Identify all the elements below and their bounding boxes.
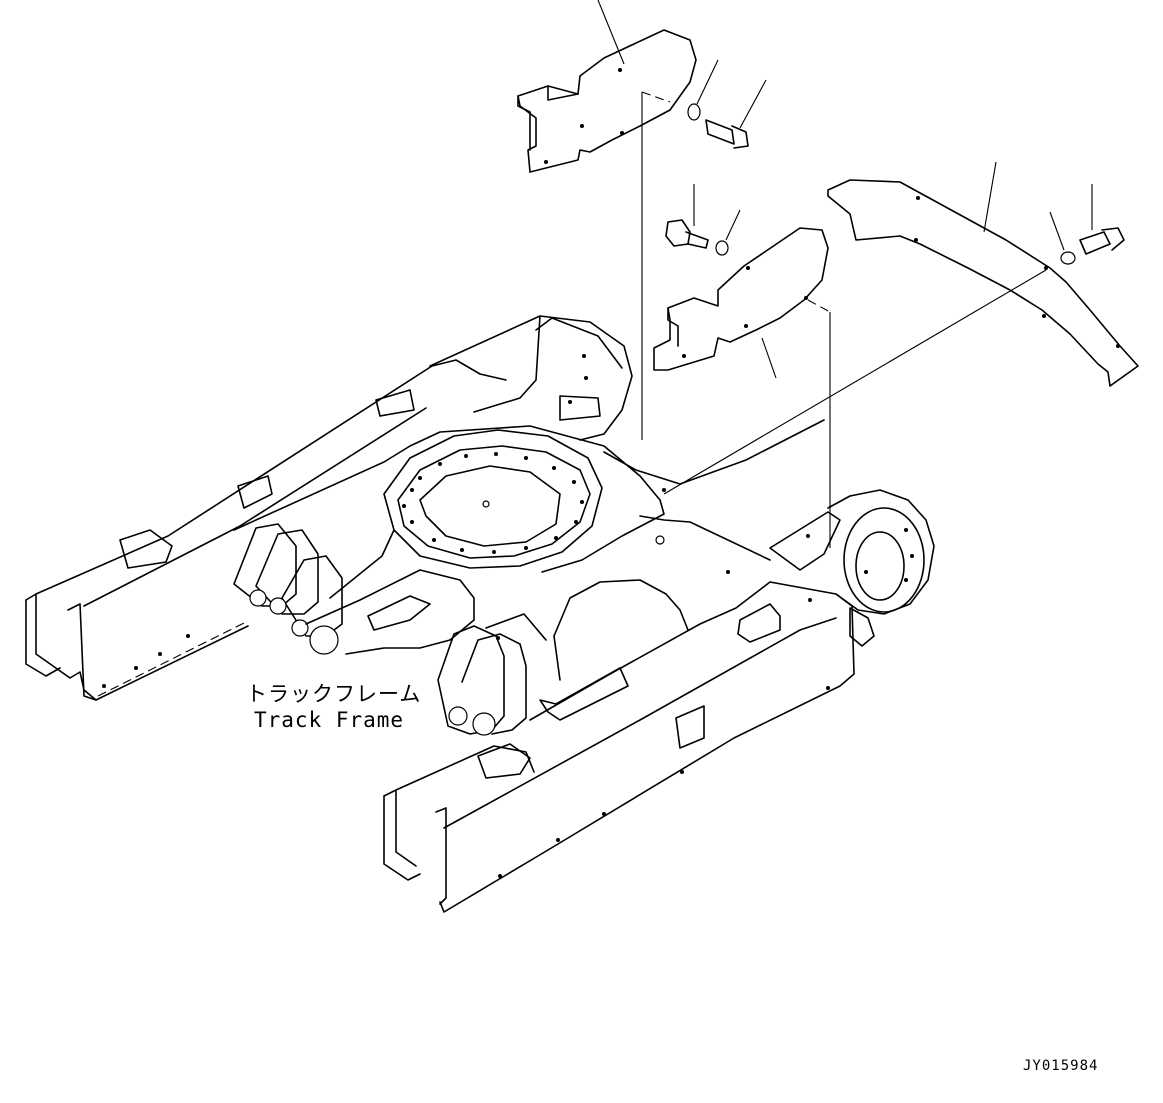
bolt-top bbox=[705, 79, 767, 149]
washer-right bbox=[1049, 211, 1076, 265]
track-frame-label-jp: トラックフレーム bbox=[246, 682, 422, 706]
cover-right bbox=[827, 161, 1139, 387]
bolt-right bbox=[1079, 184, 1125, 255]
bolt-center bbox=[665, 184, 709, 249]
cover-left bbox=[517, 0, 697, 173]
track-frame bbox=[25, 315, 935, 913]
track-frame-label-en: Track Frame bbox=[254, 708, 405, 732]
assembly-lines bbox=[641, 91, 1047, 548]
washer-top bbox=[687, 59, 719, 121]
cover-center bbox=[653, 227, 829, 379]
washer-center bbox=[715, 209, 741, 256]
drawing-code: JY015984 bbox=[1023, 1058, 1099, 1074]
